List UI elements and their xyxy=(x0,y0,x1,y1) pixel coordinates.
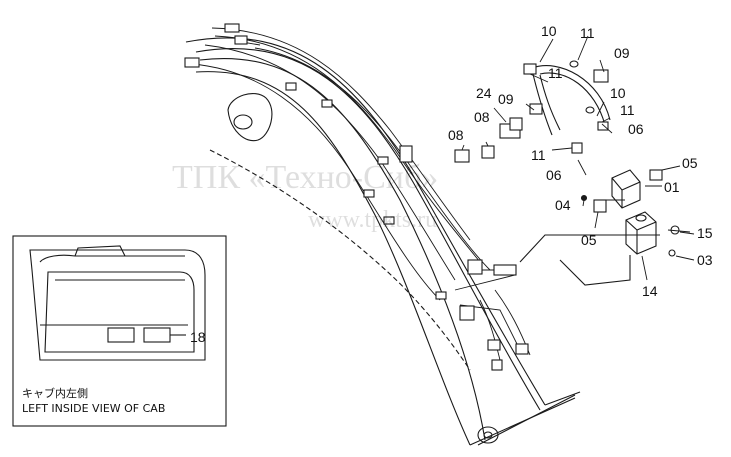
part-label: 11 xyxy=(620,102,635,118)
part-label: 15 xyxy=(697,225,713,241)
inset-caption-en: LEFT INSIDE VIEW OF CAB xyxy=(22,402,165,415)
part-label: 06 xyxy=(628,121,644,137)
watermark-title: ТПК «Техно-Сиб» xyxy=(172,159,438,196)
boom-arm xyxy=(185,37,581,446)
watermark: ТПК «Техно-Сиб» www.tpkts.ru xyxy=(172,159,438,233)
part-label: 03 xyxy=(697,252,713,268)
part-label: 10 xyxy=(610,85,626,101)
part-label: 08 xyxy=(474,109,490,125)
hose-bundle xyxy=(191,27,531,361)
hose-fittings xyxy=(184,23,529,371)
part-label: 18 xyxy=(190,329,206,345)
harness-route xyxy=(519,234,660,286)
valve-block xyxy=(580,169,663,213)
switch-unit xyxy=(625,211,691,257)
round-cap xyxy=(227,93,273,142)
cab-roof-line xyxy=(209,149,471,371)
part-label: 14 xyxy=(642,283,658,299)
part-label: 05 xyxy=(682,155,698,171)
part-label: 10 xyxy=(541,23,557,39)
part-label: 09 xyxy=(498,91,514,107)
leader-lines xyxy=(172,35,695,336)
fitting-cluster xyxy=(454,117,523,163)
part-label: 01 xyxy=(664,179,680,195)
part-label: 08 xyxy=(448,127,464,143)
cab-inset xyxy=(12,235,227,427)
upper-hose-assembly xyxy=(523,60,611,154)
part-label: 09 xyxy=(614,45,630,61)
part-label: 11 xyxy=(548,65,563,81)
watermark-url: www.tpkts.ru xyxy=(308,207,437,233)
part-label: 05 xyxy=(581,232,597,248)
part-label: 11 xyxy=(580,25,595,41)
part-label: 24 xyxy=(476,85,492,101)
inset-caption-jp: キャブ内左側 xyxy=(22,386,88,400)
part-labels: 10 11 09 11 24 09 10 11 08 08 06 11 06 0… xyxy=(190,23,713,345)
part-label: 06 xyxy=(546,167,562,183)
part-label: 04 xyxy=(555,197,571,213)
part-label: 11 xyxy=(531,147,546,163)
